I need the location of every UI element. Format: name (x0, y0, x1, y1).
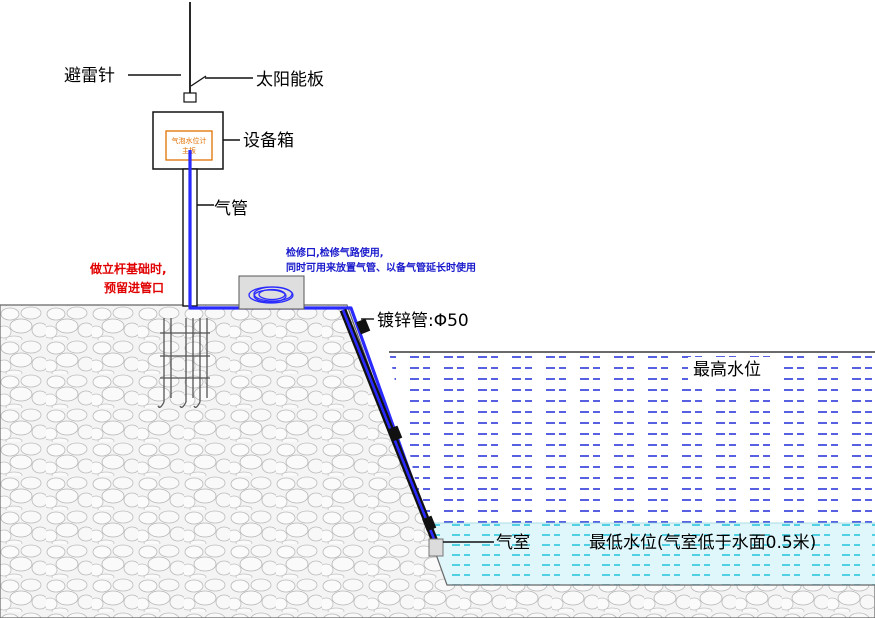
max-water-level-label: 最高水位 (693, 360, 761, 380)
air-chamber-label: 气室 (496, 533, 530, 553)
solar-panel-mark (190, 75, 207, 87)
foundation-note-line1: 做立杆基础时, (89, 261, 167, 276)
solar-panel-label: 太阳能板 (256, 70, 324, 90)
pipe-coupling (422, 515, 437, 532)
inspection-box (238, 275, 305, 310)
foundation-rebar-cage (157, 318, 210, 408)
air-pipe-label: 气管 (214, 199, 248, 219)
rod-mount (183, 92, 197, 103)
controller-board-label-1: 气泡水位计 (172, 136, 207, 145)
low-water-area (424, 523, 875, 585)
inspection-note-line1: 检修口,检修气路使用, (286, 246, 384, 259)
high-water-area (389, 352, 875, 523)
max-water-label-bg (688, 357, 773, 381)
coiled-air-pipe (248, 286, 294, 304)
pipe-coupling (356, 318, 371, 335)
ground-embankment (0, 304, 875, 618)
foundation-note-line2: 预留进管口 (104, 280, 164, 295)
lightning-rod-label: 避雷针 (64, 66, 115, 86)
air-pipe-inside-galvanized (341, 309, 438, 545)
pipe-coupling (388, 425, 403, 442)
inspection-note-line2: 同时可用来放置气管、以备气管延长时使用 (286, 261, 476, 274)
min-water-level-label: 最低水位(气室低于水面0.5米) (589, 533, 816, 553)
air-chamber (428, 538, 444, 557)
galvanized-pipe-label: 镀锌管:Φ50 (377, 311, 469, 331)
equipment-box-label: 设备箱 (243, 131, 294, 151)
